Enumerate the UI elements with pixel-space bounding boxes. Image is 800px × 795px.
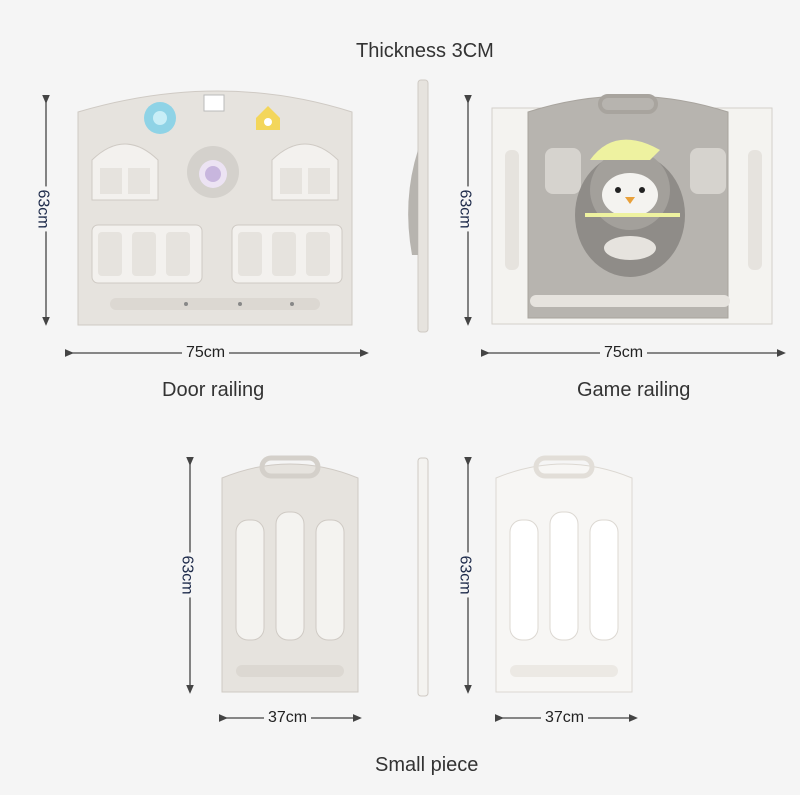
small-height-label: 63cm xyxy=(177,552,196,598)
small-width-label: 37cm xyxy=(264,709,312,727)
penguin-toy-icon xyxy=(575,139,685,277)
small-piece-panel xyxy=(221,455,359,693)
thickness-label: Thickness 3CM xyxy=(356,40,494,62)
game-railing-panel xyxy=(491,94,773,325)
small-piece-light-panel xyxy=(495,455,633,693)
door-width-label: 75cm xyxy=(182,344,230,362)
game-height-label: 63cm xyxy=(455,186,474,232)
small-piece-title: Small piece xyxy=(375,754,479,776)
side-profile-thickness xyxy=(408,79,429,697)
game-width-label: 75cm xyxy=(600,344,648,362)
small-right-width-label: 37cm xyxy=(541,709,589,727)
door-railing-title: Door railing xyxy=(162,379,265,401)
game-railing-title: Game railing xyxy=(577,379,691,401)
small-right-height-label: 63cm xyxy=(455,552,474,598)
door-height-label: 63cm xyxy=(33,186,52,232)
door-railing-panel xyxy=(77,90,353,326)
